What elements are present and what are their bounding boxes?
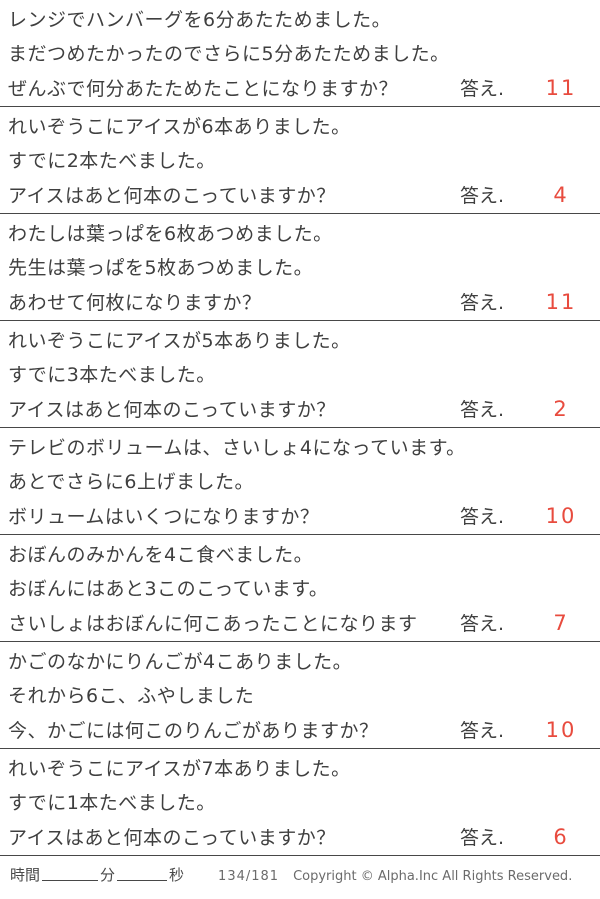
seconds-label: 秒 — [169, 866, 185, 884]
answer-value: 11 — [545, 76, 577, 100]
answer-label: 答え. — [460, 827, 505, 849]
question-row: アイスはあと何本のこっていますか？ 答え. 4 — [0, 178, 600, 213]
problem-question: ぜんぶで何分あたためたことになりますか？ — [8, 78, 399, 100]
problem-statement: すでに2本たべました。 — [8, 150, 216, 172]
problem-block-5: テレビのボリュームは、さいしょ4になっています。 あとでさらに6上げました。 ボ… — [0, 428, 600, 535]
question-row: 今、かごには何このりんごがありますか？ 答え. 10 — [0, 713, 600, 748]
question-row: さいしょはおぼんに何こあったことになります 答え. 7 — [0, 606, 600, 641]
problem-statement: 先生は葉っぱを5枚あつめました。 — [8, 257, 314, 279]
answer-value: 2 — [553, 397, 569, 421]
problem-statement: あとでさらに6上げました。 — [8, 471, 255, 493]
problem-question: あわせて何枚になりますか？ — [8, 292, 262, 314]
problem-statement: すでに1本たべました。 — [8, 792, 216, 814]
answer-label: 答え. — [460, 78, 505, 100]
question-row: ぜんぶで何分あたためたことになりますか？ 答え. 11 — [0, 71, 600, 106]
problem-question: アイスはあと何本のこっていますか？ — [8, 399, 336, 421]
question-row: アイスはあと何本のこっていますか？ 答え. 2 — [0, 392, 600, 427]
question-row: ボリュームはいくつになりますか？ 答え. 10 — [0, 499, 600, 534]
copyright-notice: Copyright © Alpha.Inc All Rights Reserve… — [293, 869, 573, 884]
problem-block-1: レンジでハンバーグを6分あたためました。 まだつめたかったのでさらに5分あたため… — [0, 0, 600, 107]
answer-value: 11 — [545, 290, 577, 314]
page-indicator: 134/181 — [218, 869, 280, 884]
problem-block-4: れいぞうこにアイスが5本ありました。 すでに3本たべました。 アイスはあと何本の… — [0, 321, 600, 428]
problem-statement: まだつめたかったのでさらに5分あたためました。 — [8, 43, 450, 65]
question-row: アイスはあと何本のこっていますか？ 答え. 6 — [0, 820, 600, 855]
problem-question: ボリュームはいくつになりますか？ — [8, 506, 320, 528]
time-label: 時間 — [10, 866, 41, 884]
problem-block-2: れいぞうこにアイスが6本ありました。 すでに2本たべました。 アイスはあと何本の… — [0, 107, 600, 214]
problem-question: 今、かごには何このりんごがありますか？ — [8, 720, 379, 742]
answer-label: 答え. — [460, 506, 505, 528]
problem-statement: れいぞうこにアイスが5本ありました。 — [8, 330, 351, 352]
problem-statement: かごのなかにりんごが4こありました。 — [8, 651, 353, 673]
minutes-label: 分 — [100, 866, 116, 884]
minutes-blank-line — [42, 880, 99, 881]
problem-statement: れいぞうこにアイスが7本ありました。 — [8, 758, 351, 780]
problem-block-7: かごのなかにりんごが4こありました。 それから6こ、ふやしました 今、かごには何… — [0, 642, 600, 749]
problem-question: アイスはあと何本のこっていますか？ — [8, 185, 336, 207]
answer-label: 答え. — [460, 399, 505, 421]
problem-block-8: れいぞうこにアイスが7本ありました。 すでに1本たべました。 アイスはあと何本の… — [0, 749, 600, 856]
answer-value: 6 — [553, 825, 569, 849]
seconds-blank-line — [117, 880, 168, 881]
answer-label: 答え. — [460, 292, 505, 314]
problem-block-3: わたしは葉っぱを6枚あつめました。 先生は葉っぱを5枚あつめました。 あわせて何… — [0, 214, 600, 321]
problem-block-6: おぼんのみかんを4こ食べました。 おぼんにはあと3このこっています。 さいしょは… — [0, 535, 600, 642]
problem-statement: テレビのボリュームは、さいしょ4になっています。 — [8, 437, 466, 459]
problem-statement: わたしは葉っぱを6枚あつめました。 — [8, 223, 333, 245]
footer: 時間 分 秒 134/181 Copyright © Alpha.Inc All… — [0, 864, 600, 899]
question-row: あわせて何枚になりますか？ 答え. 11 — [0, 285, 600, 320]
problem-statement: すでに3本たべました。 — [8, 364, 216, 386]
answer-label: 答え. — [460, 185, 505, 207]
answer-value: 10 — [545, 504, 577, 528]
problem-question: さいしょはおぼんに何こあったことになります — [8, 613, 418, 635]
problem-statement: それから6こ、ふやしました — [8, 685, 255, 707]
problem-statement: れいぞうこにアイスが6本ありました。 — [8, 116, 351, 138]
answer-value: 7 — [553, 611, 569, 635]
problem-statement: レンジでハンバーグを6分あたためました。 — [8, 9, 392, 31]
problem-statement: おぼんのみかんを4こ食べました。 — [8, 544, 314, 566]
answer-label: 答え. — [460, 720, 505, 742]
problem-statement: おぼんにはあと3このこっています。 — [8, 578, 329, 600]
problem-question: アイスはあと何本のこっていますか？ — [8, 827, 336, 849]
answer-label: 答え. — [460, 613, 505, 635]
answer-value: 4 — [553, 183, 569, 207]
answer-value: 10 — [545, 718, 577, 742]
